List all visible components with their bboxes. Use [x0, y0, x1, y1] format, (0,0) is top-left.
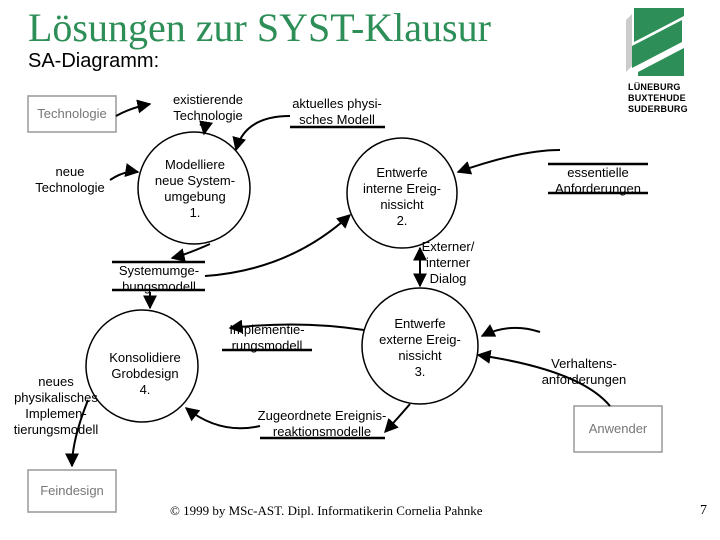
terminator-technologie-box: [27, 95, 117, 133]
process-1-label: Modelliere neue System- umgebung 1.: [140, 157, 250, 221]
page-number: 7: [700, 503, 707, 518]
process-1-line-3: umgebung: [164, 189, 226, 204]
flow-verhaltens-line-2: anforderungen: [541, 372, 627, 387]
process-2-circle: [346, 137, 458, 249]
terminator-technologie: Technologie: [37, 106, 107, 121]
flow-p3-to-implementierungsmodell: [228, 319, 365, 334]
store-aktuelles-line-2: sches Modell: [299, 112, 375, 127]
process-4-line-2: Grobdesign: [111, 366, 179, 381]
logo-line-2: BUXTEHUDE: [628, 93, 686, 103]
flow-existierende-technologie-label: existierende Technologie: [158, 92, 258, 124]
process-1-circle: [137, 131, 251, 245]
store-systemumgebung-line-1: Systemumge-: [118, 263, 200, 278]
store-zugeordnete-line-2: reaktionsmodelle: [272, 424, 372, 439]
slide-title: Lösungen zur SYST-Klausur: [28, 5, 491, 50]
process-4-number: 4.: [139, 382, 151, 397]
process-4-label: Konsolidiere Grobdesign 4.: [95, 350, 195, 398]
store-essentielle-line-1: essentielle: [567, 165, 629, 180]
store-essentielle-line-2: Anforderungen: [554, 181, 641, 196]
flow-p3-to-zugeordnete: [384, 403, 411, 434]
flow-essentielle-to-p2: [456, 149, 561, 175]
flow-verhaltensanforderungen: [480, 324, 541, 337]
process-3-circle: [361, 287, 479, 405]
store-aktuelles-line-1: aktuelles physi-: [292, 96, 382, 111]
flow-anwender-to-p3: [476, 349, 611, 407]
store-systemumgebungsmodell: Systemumge- bungsmodell: [106, 263, 212, 295]
flow-verhaltensanforderungen-label: Verhaltens- anforderungen: [530, 356, 638, 388]
flow-existierende-line-2: Technologie: [173, 108, 243, 123]
flow-modell-to-p1: [232, 115, 291, 152]
process-2-line-2: interne Ereig-: [362, 181, 442, 196]
process-3-line-1: Entwerfe: [394, 316, 446, 331]
store-implementierung-line-1: Implementie-: [229, 322, 305, 337]
flow-dialog-line-1: Externer/: [421, 239, 475, 254]
flow-p4-to-feindesign: [65, 399, 89, 468]
process-3-line-3: nissicht: [398, 348, 442, 363]
terminator-feindesign-box: [27, 469, 117, 513]
flow-neue-line-1: neue: [55, 164, 85, 179]
store-essentielle-anforderungen: essentielle Anforderungen: [545, 165, 651, 197]
store-systemumgebung-line-2: bungsmodell: [122, 279, 196, 294]
process-4-circle: [85, 309, 199, 423]
process-1-number: 1.: [189, 205, 201, 220]
flow-systemumgebung-to-p2: [204, 214, 352, 277]
university-logo: [624, 2, 694, 80]
store-implementierung-line-2: rungsmodell: [231, 338, 303, 353]
flow-neue-technologie: [109, 163, 140, 181]
logo-line-1: LÜNEBURG: [628, 82, 681, 92]
process-2-line-1: Entwerfe: [376, 165, 428, 180]
flow-existierende-technologie: [115, 99, 152, 117]
store-zugeordnete-modelle: Zugeordnete Ereignis- reaktionsmodelle: [252, 408, 392, 440]
flow-existierende-to-p1: [199, 120, 213, 136]
flow-neues-line-3: Implemen-: [25, 406, 87, 421]
terminator-feindesign: Feindesign: [40, 483, 104, 498]
process-3-line-2: externe Ereig-: [379, 332, 461, 347]
process-2-line-3: nissicht: [380, 197, 424, 212]
process-3-number: 3.: [414, 364, 426, 379]
slide-subtitle: SA-Diagramm:: [28, 50, 160, 72]
process-2-number: 2.: [396, 213, 408, 228]
process-2-label: Entwerfe interne Ereig- nissicht 2.: [347, 165, 457, 229]
store-implementierungsmodell: Implementie- rungsmodell: [214, 322, 320, 354]
flow-verhaltens-line-1: Verhaltens-: [551, 356, 617, 371]
terminator-anwender: Anwender: [588, 421, 648, 436]
flow-p1-to-systemumgebung: [170, 243, 211, 262]
flow-dialog-label: Externer/ interner Dialog: [410, 239, 486, 287]
flow-neues-line-4: tierungsmodell: [13, 422, 99, 437]
flow-neues-physikalisches-label: neues physikalisches Implemen- tierungsm…: [2, 374, 110, 438]
flow-neues-line-2: physikalisches: [14, 390, 98, 405]
flow-existierende-line-1: existierende: [172, 92, 244, 107]
flow-neues-line-1: neues: [38, 374, 74, 389]
flow-dialog-line-2: interner: [425, 255, 471, 270]
process-1-line-2: neue System-: [154, 173, 236, 188]
flow-neue-technologie-label: neue Technologie: [24, 164, 116, 196]
store-aktuelles-modell: aktuelles physi- sches Modell: [282, 96, 392, 128]
terminator-anwender-box: [573, 405, 663, 453]
process-3-label: Entwerfe externe Ereig- nissicht 3.: [365, 316, 475, 380]
process-4-line-1: Konsolidiere: [109, 350, 181, 365]
logo-line-3: SUDERBURG: [628, 104, 688, 114]
flow-zugeordnete-to-p4: [184, 407, 261, 430]
process-1-line-1: Modelliere: [165, 157, 225, 172]
store-zugeordnete-line-1: Zugeordnete Ereignis-: [257, 408, 387, 423]
footer-copyright: © 1999 by MSc-AST. Dipl. Informatikerin …: [170, 503, 483, 518]
flow-neue-line-2: Technologie: [35, 180, 105, 195]
flow-dialog-line-3: Dialog: [429, 271, 467, 286]
logo-text: LÜNEBURG BUXTEHUDE SUDERBURG: [628, 82, 688, 115]
